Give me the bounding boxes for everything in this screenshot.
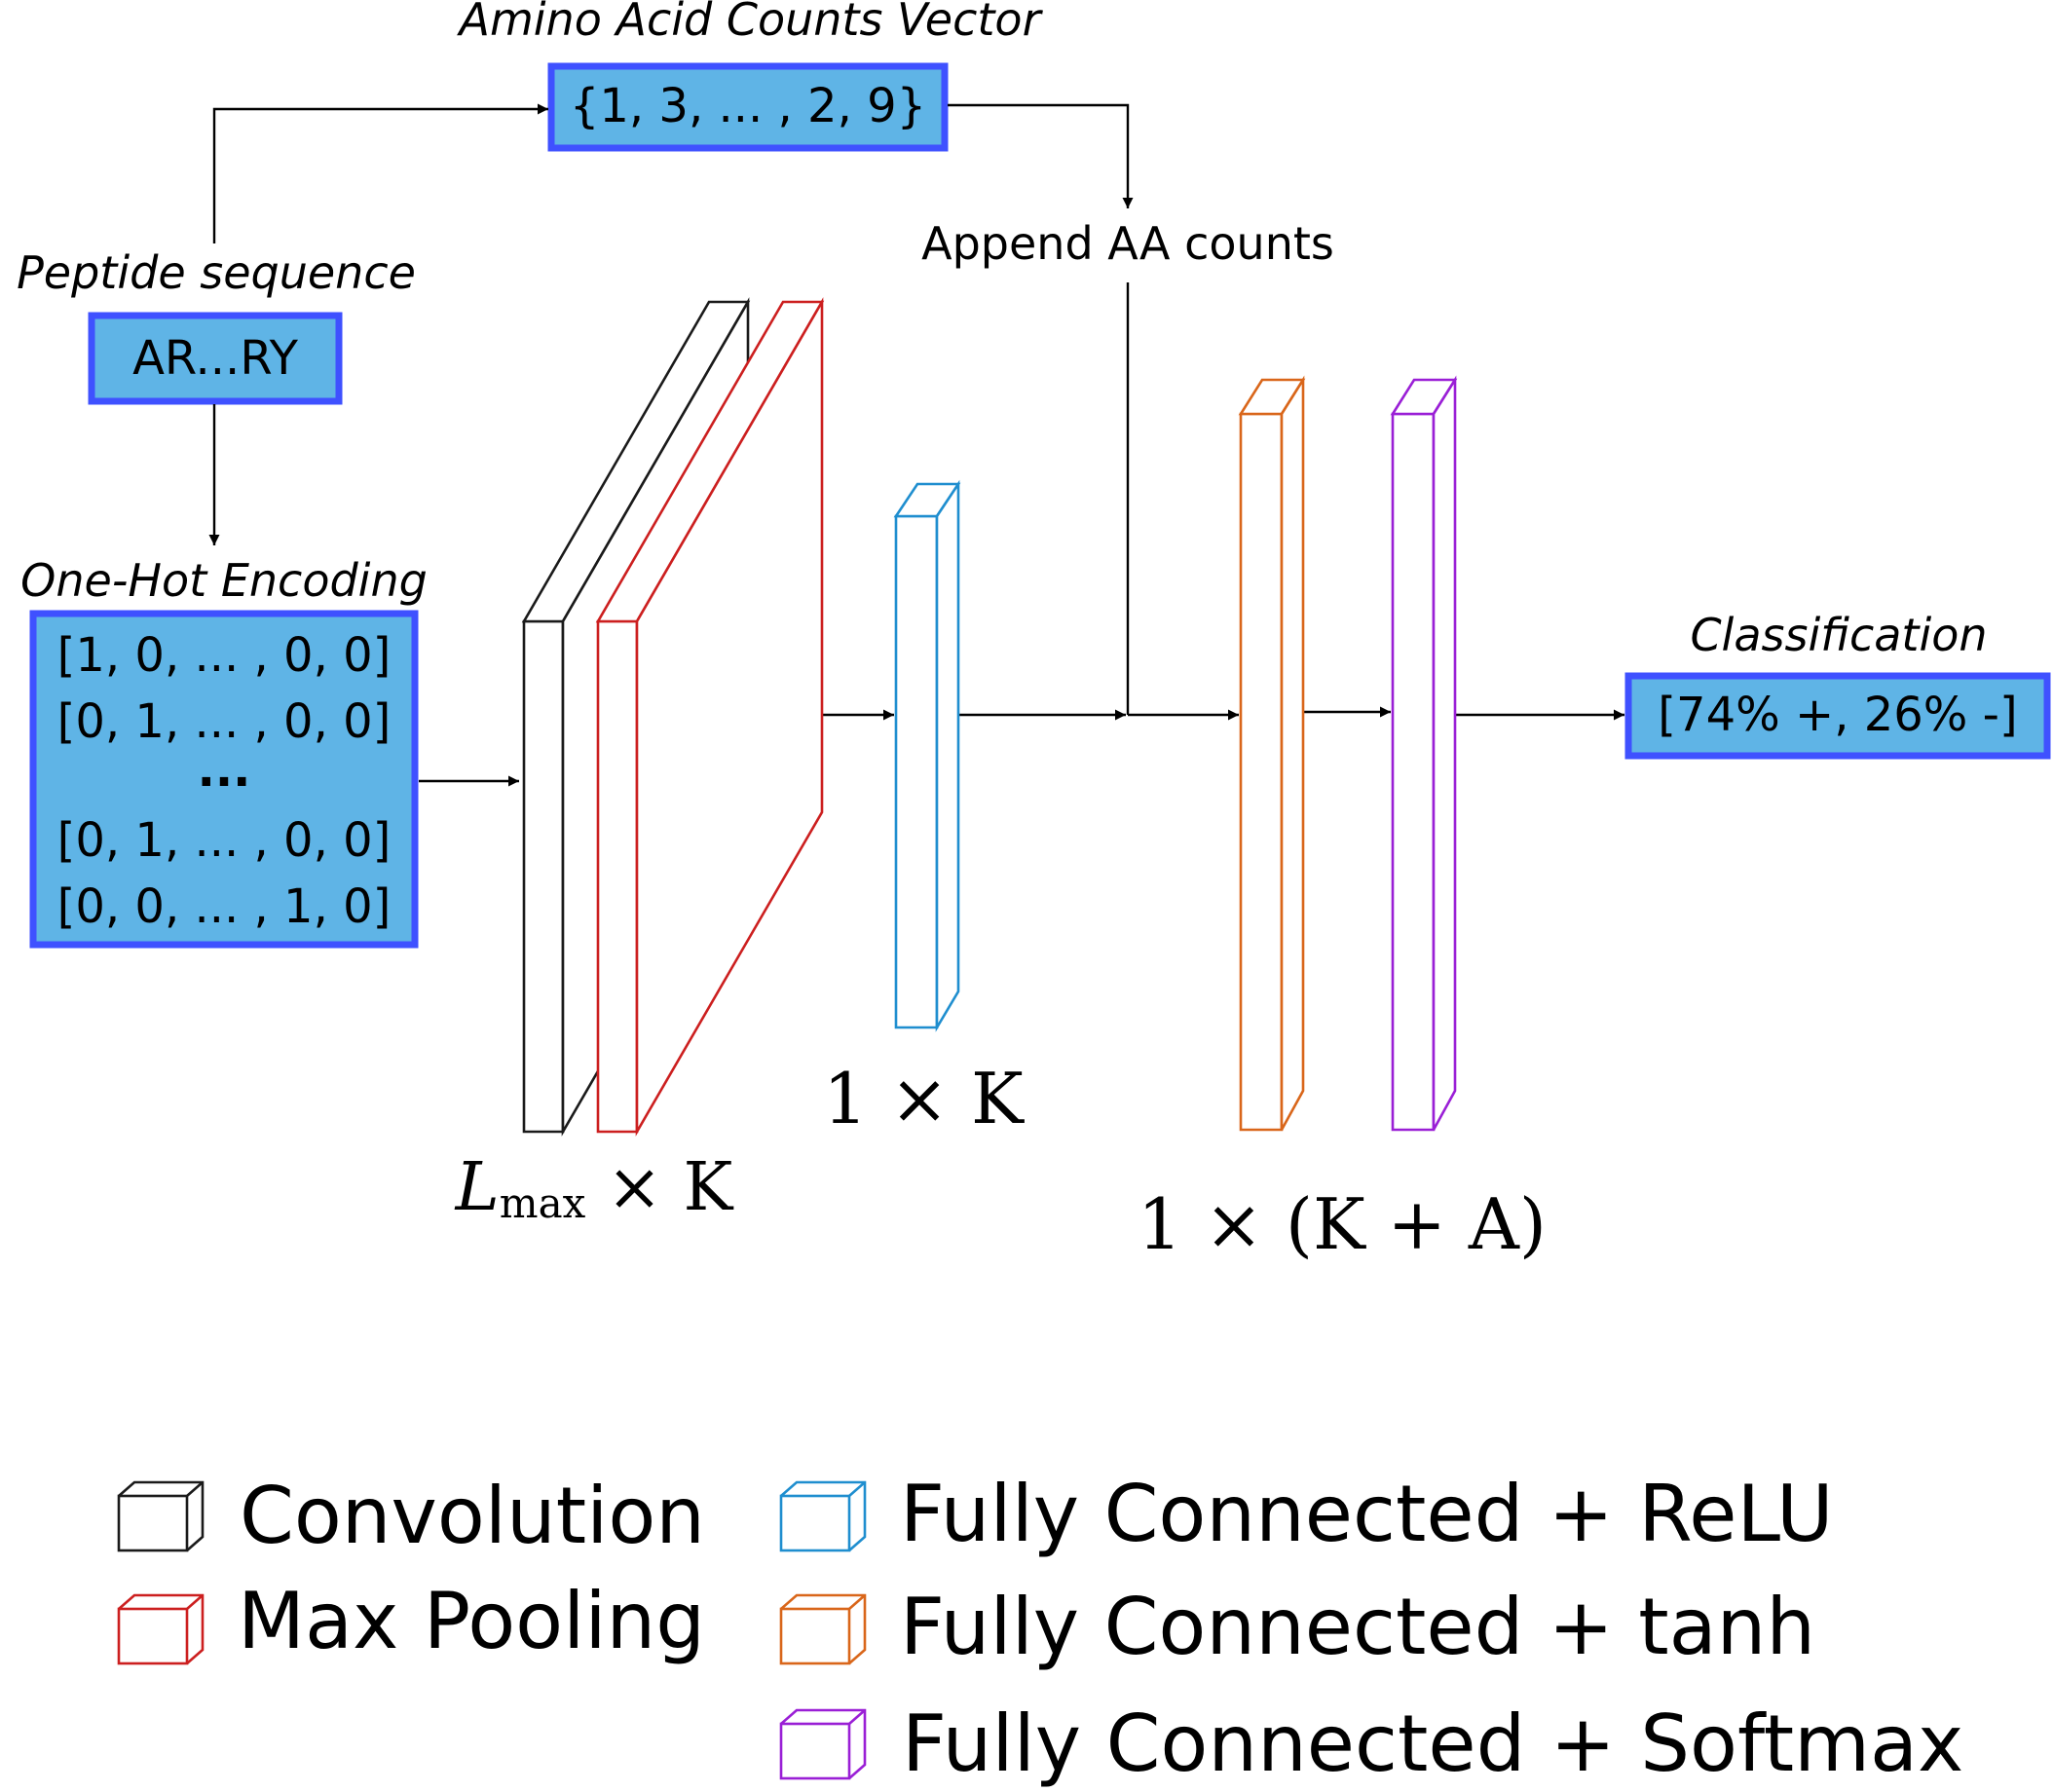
peptide-value: AR...RY (132, 331, 299, 386)
classification-title: Classification (1690, 609, 1987, 661)
legend-label: Fully Connected + tanh (900, 1582, 1815, 1672)
legend-item-fc-relu: Fully Connected + ReLU (779, 1469, 1834, 1559)
legend: Convolution Max Pooling Fully Connected … (117, 1469, 1963, 1789)
fc-tanh-block (1238, 375, 1306, 1132)
legend-label: Convolution (240, 1471, 705, 1561)
append-label: Append AA counts (921, 217, 1334, 270)
cube-icon (779, 1480, 867, 1552)
fc-relu-dimension-label: 1 × K (823, 1058, 1025, 1139)
concat-dimension-label: 1 × (K + A) (1138, 1183, 1547, 1265)
legend-item-fc-tanh: Fully Connected + tanh (779, 1582, 1815, 1672)
dim-var: L (454, 1149, 500, 1226)
cube-icon (117, 1593, 205, 1665)
aa-counts-value: {1, 3, ... , 2, 9} (570, 79, 926, 133)
dim-rest: × K (585, 1149, 733, 1226)
cube-icon (779, 1593, 867, 1665)
legend-item-max-pooling: Max Pooling (117, 1576, 705, 1666)
onehot-row: [1, 0, ... , 0, 0] (57, 628, 392, 683)
legend-label: Max Pooling (238, 1576, 705, 1666)
layer-blocks (521, 297, 1458, 1137)
arrow-aa-counts-to-append (948, 103, 1134, 208)
legend-item-convolution: Convolution (117, 1471, 705, 1561)
arrow-peptide-to-aa-counts (212, 103, 548, 243)
maxpool-block (595, 297, 825, 1137)
peptide-title: Peptide sequence (17, 246, 416, 299)
aa-counts-box: {1, 3, ... , 2, 9} (547, 62, 949, 152)
classification-box: [74% +, 26% -] (1624, 672, 2051, 760)
onehot-box: [1, 0, ... , 0, 0] [0, 1, ... , 0, 0] ..… (29, 610, 419, 949)
onehot-row: [0, 1, ... , 0, 0] (57, 813, 392, 868)
legend-label: Fully Connected + ReLU (900, 1469, 1834, 1559)
aa-counts-title: Amino Acid Counts Vector (457, 0, 1044, 46)
classification-value: [74% +, 26% -] (1658, 688, 2017, 742)
legend-label: Fully Connected + Softmax (902, 1699, 1963, 1789)
peptide-box: AR...RY (88, 312, 343, 405)
cube-icon (117, 1480, 205, 1552)
onehot-row: [0, 0, ... , 1, 0] (57, 879, 392, 934)
onehot-row-ellipsis: ... (198, 743, 251, 798)
conv-dimension-label: Lmax × K (454, 1149, 734, 1227)
dim-sub: max (500, 1179, 586, 1227)
fc-softmax-block (1390, 375, 1458, 1132)
legend-item-fc-softmax: Fully Connected + Softmax (779, 1699, 1963, 1789)
fc-relu-block (893, 479, 961, 1032)
cube-icon (779, 1708, 867, 1780)
onehot-row: [0, 1, ... , 0, 0] (57, 694, 392, 749)
onehot-title: One-Hot Encoding (20, 554, 428, 607)
